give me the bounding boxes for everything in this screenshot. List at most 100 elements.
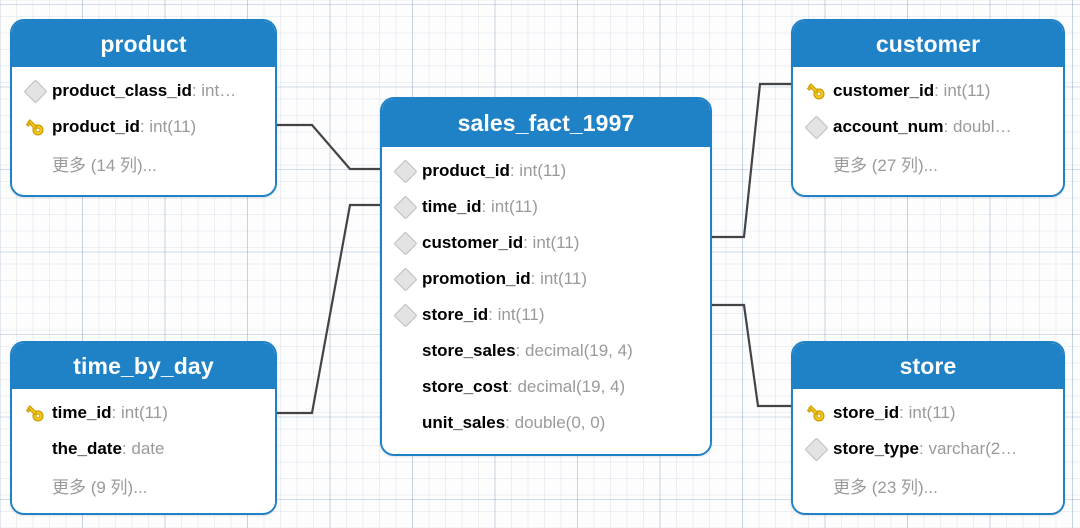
link-product-sales	[277, 123, 380, 171]
diamond-icon	[20, 78, 50, 104]
column-name: store_id	[833, 403, 900, 422]
table-row[interactable]: time_id: int(11)	[12, 395, 275, 431]
table-row[interactable]: unit_sales: double(0, 0)	[382, 405, 710, 441]
column-type: int(11)	[908, 403, 956, 422]
column-name: customer_id	[833, 81, 935, 100]
table-title-sales-fact-1997[interactable]: sales_fact_1997	[382, 99, 710, 147]
table-columns-store: store_id: int(11) store_type: varchar(2……	[793, 389, 1063, 511]
column-separator: :	[523, 233, 533, 252]
column-name: product_id	[52, 117, 140, 136]
table-columns-time-by-day: time_id: int(11) the_date: date 更多 (9 列)…	[12, 389, 275, 511]
more-columns-link-customer[interactable]: 更多 (27 列)...	[833, 155, 938, 175]
more-columns-link-store[interactable]: 更多 (23 列)...	[833, 477, 938, 497]
empty-icon-slot	[390, 375, 420, 399]
table-columns-sales-fact-1997: product_id: int(11) time_id: int(11) cus…	[382, 147, 710, 449]
column-separator: :	[488, 305, 498, 324]
column-name: account_num	[833, 117, 944, 136]
table-node-customer[interactable]: customer customer_id: int(11)	[791, 19, 1065, 197]
key-icon	[801, 401, 831, 425]
column-name: the_date	[52, 439, 122, 458]
table-row[interactable]: customer_id: int(11)	[793, 73, 1063, 109]
table-title-customer[interactable]: customer	[793, 21, 1063, 67]
column-type: int(11)	[120, 403, 168, 422]
column-separator: :	[899, 403, 909, 422]
table-row[interactable]: the_date: date	[12, 431, 275, 467]
column-name: promotion_id	[422, 269, 531, 288]
column-type: varchar(2…	[928, 439, 1018, 458]
column-type: int(11)	[532, 233, 580, 252]
column-type: decimal(19, 4)	[525, 341, 633, 360]
column-separator: :	[507, 377, 518, 396]
column-separator: :	[530, 269, 541, 288]
key-icon	[801, 79, 831, 103]
link-sales-store	[712, 303, 791, 408]
key-icon	[20, 401, 50, 425]
link-time-sales	[277, 203, 380, 415]
column-type: date	[131, 439, 165, 458]
column-type: int(11)	[540, 269, 587, 288]
column-separator: :	[111, 403, 121, 422]
table-node-product[interactable]: product product_class_id: int…	[10, 19, 277, 197]
table-node-store[interactable]: store store_id: int(11)	[791, 341, 1065, 515]
column-separator: :	[943, 117, 953, 136]
table-columns-customer: customer_id: int(11) account_num: doubl……	[793, 67, 1063, 189]
table-row[interactable]: store_cost: decimal(19, 4)	[382, 369, 710, 405]
more-columns-link-time-by-day[interactable]: 更多 (9 列)...	[52, 477, 148, 497]
column-name: store_sales	[422, 341, 516, 360]
table-row[interactable]: product_class_id: int…	[12, 73, 275, 109]
empty-icon-slot	[20, 437, 50, 461]
link-sales-customer	[712, 82, 791, 239]
table-title-time-by-day[interactable]: time_by_day	[12, 343, 275, 389]
column-name: unit_sales	[422, 413, 506, 432]
column-name: product_class_id	[52, 81, 192, 100]
table-row[interactable]: customer_id: int(11)	[382, 225, 710, 261]
column-name: time_id	[422, 197, 482, 216]
column-separator: :	[934, 81, 944, 100]
column-name: customer_id	[422, 233, 524, 252]
diamond-icon	[801, 436, 831, 462]
column-separator: :	[505, 413, 515, 432]
column-separator: :	[918, 439, 929, 458]
diamond-icon	[390, 194, 420, 220]
more-columns-link-product[interactable]: 更多 (14 列)...	[52, 155, 157, 175]
table-row[interactable]: store_sales: decimal(19, 4)	[382, 333, 710, 369]
column-separator: :	[509, 161, 520, 180]
empty-icon-slot	[390, 339, 420, 363]
table-row[interactable]: product_id: int(11)	[382, 153, 710, 189]
diamond-icon	[390, 266, 420, 292]
table-node-time-by-day[interactable]: time_by_day time_id: int(11)	[10, 341, 277, 515]
table-title-product[interactable]: product	[12, 21, 275, 67]
column-type: double(0, 0)	[514, 413, 606, 432]
table-row[interactable]: product_id: int(11)	[12, 109, 275, 145]
column-type: int(11)	[149, 117, 197, 136]
table-row[interactable]: store_type: varchar(2…	[793, 431, 1063, 467]
column-separator: :	[139, 117, 150, 136]
table-node-sales-fact-1997[interactable]: sales_fact_1997 product_id: int(11) time…	[380, 97, 712, 456]
column-type: decimal(19, 4)	[517, 377, 626, 396]
column-name: product_id	[422, 161, 510, 180]
column-type: int(11)	[943, 81, 991, 100]
table-columns-product: product_class_id: int… product_	[12, 67, 275, 189]
column-separator: :	[121, 439, 132, 458]
column-name: store_cost	[422, 377, 508, 396]
column-separator: :	[191, 81, 202, 100]
table-row[interactable]: store_id: int(11)	[382, 297, 710, 333]
column-name: time_id	[52, 403, 112, 422]
column-type: int(11)	[490, 197, 538, 216]
diamond-icon	[390, 158, 420, 184]
column-separator: :	[481, 197, 491, 216]
diamond-icon	[390, 230, 420, 256]
empty-icon-slot	[390, 411, 420, 435]
column-separator: :	[515, 341, 526, 360]
table-row[interactable]: promotion_id: int(11)	[382, 261, 710, 297]
column-name: store_type	[833, 439, 919, 458]
column-type: doubl…	[952, 117, 1012, 136]
diamond-icon	[390, 302, 420, 328]
diamond-icon	[801, 114, 831, 140]
table-row[interactable]: store_id: int(11)	[793, 395, 1063, 431]
table-title-store[interactable]: store	[793, 343, 1063, 389]
table-row[interactable]: time_id: int(11)	[382, 189, 710, 225]
column-name: store_id	[422, 305, 489, 324]
table-row[interactable]: account_num: doubl…	[793, 109, 1063, 145]
